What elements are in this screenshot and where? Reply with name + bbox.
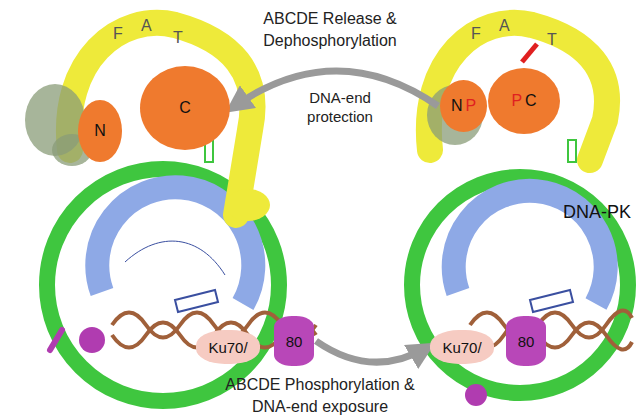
node-text: Ku70/ [208,339,247,356]
arrow-label: ABCDE Release & Dephosphorylation [254,8,406,51]
domain-letter: T [547,30,557,50]
node-text: Ku70/ [442,339,481,356]
ku70: Ku70/ [430,330,494,364]
purple-blob [465,384,487,406]
thin-line [125,241,225,275]
node-text: C [525,92,537,110]
red-bar [522,44,537,62]
green-rect [568,140,576,162]
domain-letter: T [173,28,183,48]
c-lobe: C [140,66,230,150]
domain-letter: F [471,24,481,44]
fat-band [69,23,253,215]
cycle-arrow [316,341,428,362]
node-text: C [179,99,191,117]
node-text: 80 [518,333,535,350]
arrow-label: ABCDE Phosphorylation & DNA-end exposure [223,374,417,417]
node-text: P [465,97,476,115]
dna-strand [470,310,632,337]
dna-end [175,290,218,312]
dna-end [530,290,573,312]
c-lobe: PC [488,68,560,134]
green-ring [47,169,279,401]
domain-letter: F [113,24,123,44]
process-label: DNA-end protection [297,89,383,127]
n-lobe: NP [440,80,487,132]
domain-letter: A [141,16,152,36]
thin-line [478,224,585,255]
right-complex [412,23,632,406]
ku80: 80 [274,316,314,366]
purple-blob [79,327,105,353]
thin-line [120,224,230,255]
node-text: N [94,122,106,140]
ku70: Ku70/ [196,330,260,364]
left-complex [25,23,316,401]
node-text: 80 [286,333,303,350]
dna-strand [470,323,632,350]
node-text: N [451,97,463,115]
purple-bar [50,330,62,350]
domain-letter: A [499,16,510,36]
n-lobe: N [78,100,122,162]
node-text: P [511,92,522,110]
complex-name: DNA-PK [563,201,631,224]
ku80: 80 [506,316,546,366]
fat-blob [226,189,270,221]
